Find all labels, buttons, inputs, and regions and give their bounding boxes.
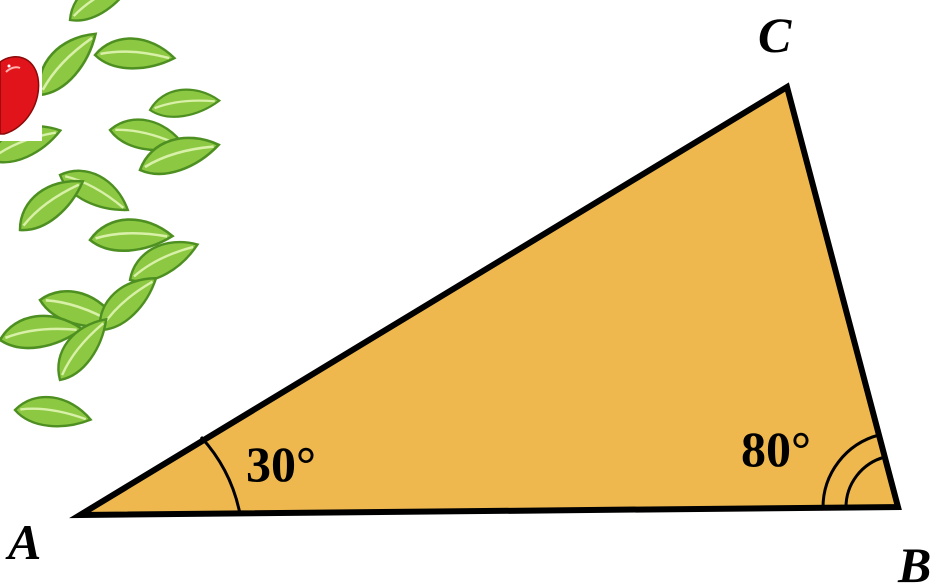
- angle-arc-b-outer: [821, 433, 880, 509]
- angle-label-b: 80°: [741, 421, 811, 477]
- vertex-label-c: C: [758, 7, 792, 63]
- angle-arc-a: [199, 435, 242, 515]
- triangle: [69, 82, 902, 519]
- vertex-label-a: A: [5, 514, 41, 570]
- angle-arc-b-inner: [844, 455, 886, 509]
- vertex-label-b: B: [897, 537, 931, 587]
- apple-icon: [0, 48, 42, 141]
- angle-label-a: 30°: [246, 436, 316, 492]
